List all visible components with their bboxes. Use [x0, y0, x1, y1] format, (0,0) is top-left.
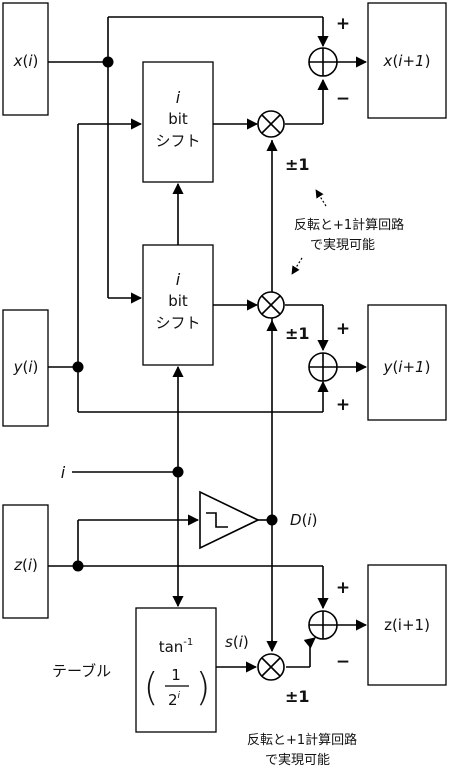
- junction-dot-i: [172, 466, 184, 478]
- shifter-top-i: i: [176, 88, 181, 107]
- junction-dot-d: [266, 514, 278, 526]
- s-signal-label: s(i): [225, 633, 249, 651]
- sign-comparator: [199, 490, 260, 550]
- x-in-label: x(i): [13, 52, 39, 70]
- adder-z: [308, 610, 338, 640]
- shifter-middle-i: i: [176, 270, 181, 289]
- y-adder-plus-top: +: [336, 319, 350, 339]
- note-arrow-up: [315, 189, 327, 207]
- x-adder-plus: +: [336, 14, 350, 34]
- y-in-register: [2, 309, 49, 427]
- z-out-register: [367, 564, 447, 686]
- i-signal-label: i: [61, 463, 66, 482]
- table-label: テーブル: [52, 662, 111, 680]
- table-denominator: 2i: [168, 691, 181, 709]
- step-function-icon: [206, 512, 228, 528]
- z-adder-minus: −: [336, 652, 350, 672]
- x-out-register: [367, 2, 447, 119]
- x-out-label: x(i+1): [383, 52, 431, 70]
- shifter-middle-bit: bit: [168, 292, 188, 310]
- z-in-label: z(i): [13, 556, 38, 574]
- note-bottom-line1: 反転と+1計算回路: [247, 732, 357, 748]
- arctan-table: [135, 607, 217, 733]
- table-paren-left: (: [144, 665, 159, 709]
- junction-dot-y: [72, 361, 84, 373]
- table-func: tan-1: [159, 637, 194, 656]
- x-in-register: [2, 2, 49, 116]
- table-paren-right: ): [196, 665, 211, 709]
- junction-dot-x: [102, 56, 114, 68]
- table-numerator: 1: [171, 666, 181, 684]
- z-in-register: [2, 504, 49, 619]
- note-arrow-down: [291, 257, 303, 275]
- junction-dot-z: [72, 560, 84, 572]
- y-in-label: y(i): [13, 358, 39, 376]
- shifter-middle-shift: シフト: [155, 314, 200, 332]
- pm1-middle: ±1: [285, 324, 310, 343]
- shifter-top-bit: bit: [168, 110, 188, 128]
- wires: [48, 16, 368, 673]
- z-out-label: z(i+1): [384, 616, 430, 634]
- note-top-line2: で実現可能: [310, 237, 375, 253]
- y-out-register: [367, 304, 447, 421]
- adder-y: [308, 352, 338, 382]
- multiplier-top: [257, 110, 285, 138]
- shifter-top-shift: シフト: [155, 132, 200, 150]
- note-bottom-line2: で実現可能: [265, 752, 330, 768]
- y-adder-plus-bottom: +: [336, 395, 350, 415]
- pm1-bottom: ±1: [285, 687, 310, 706]
- shifter-top: [142, 61, 214, 183]
- x-adder-minus: −: [336, 89, 350, 109]
- y-out-label: y(i+1): [383, 358, 431, 376]
- adder-x: [308, 47, 338, 77]
- z-adder-plus: +: [336, 578, 350, 598]
- note-top-line1: 反転と+1計算回路: [294, 217, 404, 233]
- pm1-top: ±1: [285, 155, 310, 174]
- d-signal-label: D(i): [290, 511, 317, 529]
- multiplier-middle: [257, 291, 285, 319]
- multiplier-bottom: [257, 653, 285, 681]
- junction-dots: [72, 56, 278, 572]
